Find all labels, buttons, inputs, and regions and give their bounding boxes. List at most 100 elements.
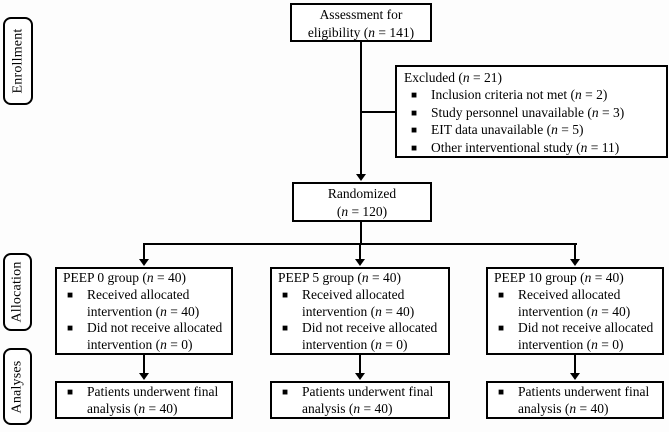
connector-randomized-branch	[360, 222, 362, 244]
not-received-item: ■Did not receive allocated intervention …	[494, 320, 660, 354]
n-symbol: n	[574, 87, 582, 103]
text-segment: intervention (	[518, 303, 592, 319]
analysis-item: ■ Patients underwent final analysis (n = …	[278, 384, 446, 418]
connector-assessment-randomized	[360, 42, 362, 174]
n-symbol: n	[160, 337, 167, 353]
received-item: ■ Received allocated intervention (n = 40…	[63, 287, 229, 321]
n-symbol: n	[138, 400, 146, 416]
arrow-down-icon	[139, 259, 149, 266]
connector-excluded	[361, 111, 395, 113]
text-segment: EIT data unavailable (	[431, 122, 552, 138]
received-item: ■Received allocated intervention (n = 40…	[278, 287, 446, 321]
excluded-item: ■Study personnel unavailable (n = 3)	[404, 104, 664, 121]
text-segment: = 40)	[153, 270, 186, 285]
text-segment: PEEP 0 group (	[63, 270, 147, 285]
group-title: PEEP 10 group (n = 40)	[494, 270, 660, 287]
text-segment: eligibility (	[307, 25, 369, 40]
n-symbol: n	[146, 270, 154, 285]
group-title: PEEP 0 group (n = 40)	[63, 270, 229, 287]
allocation-box-peep0: PEEP 0 group (n = 40) ■Received allocate…	[55, 267, 233, 355]
arrow-down-icon	[355, 373, 365, 380]
text-segment: Did not receive allocated	[302, 320, 438, 336]
connector-peep5-analysis	[359, 355, 361, 373]
text-segment: analysis (	[302, 400, 354, 416]
arrow-down-icon	[355, 259, 365, 266]
bullet-square-icon: ■	[67, 387, 74, 398]
text-segment: = 21)	[469, 70, 502, 85]
text-segment: (	[336, 204, 342, 219]
text-segment: Other interventional study (	[431, 139, 581, 155]
text-segment: = 141)	[375, 25, 415, 40]
not-received-item: ■Did not receive allocated intervention …	[63, 320, 229, 354]
n-symbol: n	[375, 337, 382, 353]
allocation-box-peep5: PEEP 5 group (n = 40) ■Received allocate…	[270, 267, 450, 355]
n-symbol: n	[591, 337, 598, 353]
text-segment: = 3)	[598, 104, 625, 120]
connector-branch-peep10	[574, 244, 576, 260]
allocation-box-peep10: PEEP 10 group (n = 40) ■Received allocat…	[486, 267, 664, 355]
arrow-down-icon	[570, 373, 580, 380]
text-segment: = 11)	[587, 139, 620, 155]
group-title: PEEP 5 group (n = 40)	[278, 270, 446, 287]
text-segment: intervention (	[87, 303, 161, 319]
text-segment: = 40)	[360, 400, 393, 416]
not-received-item: ■Did not receive allocated intervention …	[278, 320, 446, 354]
text-segment: PEEP 10 group (	[494, 270, 585, 285]
n-symbol: n	[353, 400, 361, 416]
text-segment: = 40)	[145, 400, 178, 416]
stage-label-text: Enrollment	[10, 28, 25, 94]
analysis-item: ■Patients underwent final analysis (n = …	[63, 384, 229, 418]
excluded-item: ■Inclusion criteria not met (n = 2)	[404, 86, 664, 103]
text-segment: Excluded (	[404, 70, 463, 85]
text-segment: Patients underwent final	[302, 384, 434, 399]
bullet-square-icon: ■	[411, 107, 418, 119]
text-segment: Randomized	[327, 186, 397, 201]
connector-branch-peep5	[359, 244, 361, 260]
text-segment: Received allocated	[302, 286, 405, 302]
text-segment: = 40)	[597, 303, 631, 319]
n-symbol: n	[368, 25, 375, 40]
text-segment: = 40)	[368, 270, 401, 285]
arrow-down-icon	[139, 373, 149, 380]
stage-label-analyses: Analyses	[3, 348, 32, 425]
analysis-box-peep0: ■Patients underwent final analysis (n = …	[55, 381, 233, 419]
n-symbol: n	[591, 303, 598, 319]
analysis-box-peep10: ■Patients underwent final analysis (n = …	[486, 381, 664, 419]
text-segment: analysis (	[518, 400, 570, 416]
text-segment: = 40)	[381, 303, 415, 319]
text-segment: Patients underwent final	[518, 384, 650, 399]
bullet-square-icon: ■	[498, 289, 505, 301]
text-segment: = 40)	[591, 270, 624, 285]
stage-label-text: Allocation	[9, 261, 25, 323]
text-segment: Assessment for	[319, 7, 403, 22]
bullet-square-icon: ■	[282, 289, 289, 301]
text-segment: intervention (	[302, 303, 376, 319]
stage-label-text: Analyses	[9, 360, 25, 413]
bullet-square-icon: ■	[411, 90, 418, 102]
bullet-square-icon: ■	[498, 323, 505, 335]
text-segment: Received allocated	[87, 286, 190, 302]
text-segment: analysis (	[87, 400, 139, 416]
bullet-square-icon: ■	[67, 323, 74, 335]
n-symbol: n	[551, 122, 558, 138]
bullet-square-icon: ■	[67, 289, 74, 301]
text-segment: Inclusion criteria not met (	[431, 87, 575, 103]
stage-label-enrollment: Enrollment	[3, 17, 33, 105]
text-segment: = 40)	[166, 303, 200, 319]
bullet-square-icon: ■	[282, 387, 289, 398]
n-symbol: n	[569, 400, 577, 416]
n-symbol: n	[361, 270, 369, 285]
bullet-square-icon: ■	[282, 323, 289, 335]
text-segment: PEEP 5 group (	[278, 270, 362, 285]
excluded-item: ■EIT data unavailable (n = 5)	[404, 121, 664, 138]
excluded-title: Excluded (n = 21)	[404, 69, 664, 86]
excluded-item: ■Other interventional study (n = 11)	[404, 139, 664, 156]
arrow-down-icon	[356, 174, 366, 181]
n-symbol: n	[160, 303, 167, 319]
text-segment: = 0)	[597, 337, 624, 353]
n-symbol: n	[591, 104, 599, 120]
stage-label-allocation: Allocation	[3, 253, 32, 331]
assessment-box: Assessment for eligibility (n = 141)	[290, 3, 432, 42]
text-segment: = 0)	[381, 337, 408, 353]
